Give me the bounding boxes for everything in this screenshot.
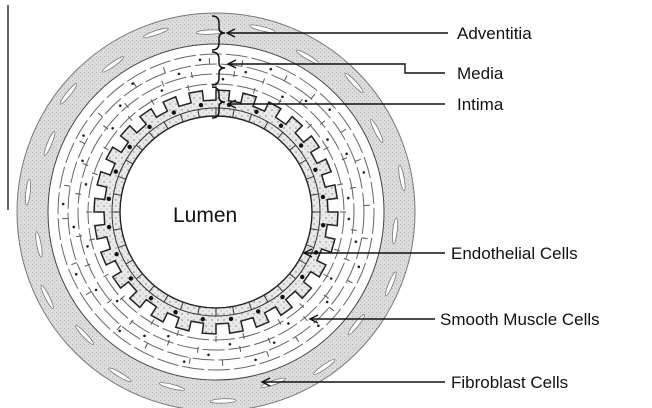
nucleus	[229, 343, 232, 346]
nucleus	[280, 295, 284, 299]
nucleus	[183, 360, 186, 363]
nucleus	[326, 301, 329, 304]
nucleus	[270, 68, 273, 71]
nucleus	[81, 159, 84, 162]
nucleus	[281, 96, 284, 99]
nucleus	[305, 100, 308, 103]
nucleus	[313, 168, 317, 172]
nucleus	[321, 223, 325, 227]
nucleus	[229, 317, 233, 321]
nucleus	[300, 275, 304, 279]
nucleus	[256, 309, 260, 313]
nucleus	[355, 240, 358, 243]
nucleus	[299, 143, 303, 147]
nucleus	[147, 125, 151, 129]
nucleus	[118, 330, 121, 333]
nucleus	[321, 195, 325, 199]
nucleus	[347, 197, 350, 200]
nucleus	[273, 341, 276, 344]
nucleus	[149, 296, 153, 300]
nucleus	[362, 171, 365, 174]
nucleus	[348, 218, 351, 221]
nucleus	[119, 104, 122, 107]
nucleus	[85, 183, 88, 186]
nucleus	[143, 335, 146, 338]
nucleus	[173, 310, 177, 314]
nucleus	[178, 73, 181, 76]
nucleus	[345, 153, 348, 156]
nucleus	[116, 300, 119, 303]
nucleus	[75, 273, 78, 276]
nucleus	[279, 124, 283, 128]
nucleus	[129, 276, 133, 280]
nucleus	[317, 324, 320, 327]
nucleus	[107, 197, 111, 201]
nucleus	[114, 169, 118, 173]
nucleus	[287, 322, 290, 325]
label-smooth-muscle-cells: Smooth Muscle Cells	[440, 310, 600, 329]
label-intima: Intima	[457, 95, 504, 114]
label-adventitia: Adventitia	[457, 24, 532, 43]
nucleus	[172, 110, 176, 114]
nucleus	[199, 59, 202, 62]
nucleus	[222, 78, 225, 81]
label-fibroblast-cells: Fibroblast Cells	[451, 373, 568, 392]
label-media: Media	[457, 64, 504, 83]
nucleus	[72, 226, 75, 229]
nucleus	[111, 127, 114, 130]
nucleus	[330, 277, 333, 280]
nucleus	[328, 108, 331, 111]
nucleus	[114, 252, 118, 256]
nucleus	[128, 145, 132, 149]
nucleus	[326, 138, 329, 141]
nucleus	[82, 134, 85, 137]
label-lumen: Lumen	[173, 204, 237, 227]
nucleus	[207, 354, 210, 357]
nucleus	[254, 110, 258, 114]
nucleus	[95, 289, 98, 292]
nucleus	[161, 89, 164, 92]
nucleus	[131, 82, 134, 85]
nucleus	[86, 245, 89, 248]
nucleus	[358, 266, 361, 269]
nucleus	[107, 225, 111, 229]
nucleus	[201, 317, 205, 321]
nucleus	[254, 358, 257, 361]
label-endothelial-cells: Endothelial Cells	[451, 244, 578, 263]
nucleus	[199, 103, 203, 107]
nucleus	[244, 71, 247, 74]
nucleus	[62, 203, 65, 206]
nucleus	[167, 335, 170, 338]
